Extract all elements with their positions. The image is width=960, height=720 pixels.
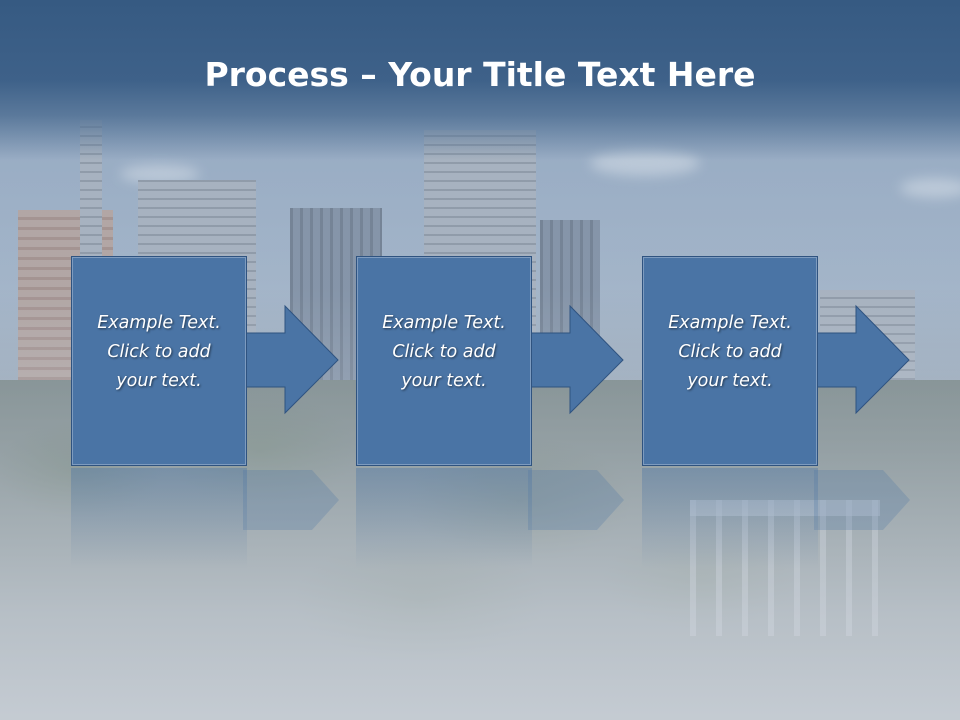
process-step-2[interactable]: Example Text. Click to add your text. [356,256,532,466]
step-text-line: Example Text. [97,313,221,333]
arrow-right-icon [527,304,624,415]
step-reflection [71,468,247,568]
arrow-right-icon [242,304,339,415]
process-step-1[interactable]: Example Text. Click to add your text. [71,256,247,466]
process-step-3[interactable]: Example Text. Click to add your text. [642,256,818,466]
slide-title[interactable]: Process – Your Title Text Here [0,52,960,98]
step-text[interactable]: Example Text. Click to add your text. [357,309,531,396]
step-text-line: Click to add [107,342,211,362]
arrow-reflection [243,470,339,530]
arrow-reflection [528,470,624,530]
step-text-line: Click to add [678,342,782,362]
title-rest: – Your Title Text Here [348,55,756,94]
step-text-line: your text. [687,371,773,391]
step-text-line: Example Text. [668,313,792,333]
step-reflection [642,468,818,568]
step-text-line: your text. [116,371,202,391]
arrow-right-icon [813,304,910,415]
step-text-line: your text. [401,371,487,391]
step-text-line: Click to add [392,342,496,362]
step-text[interactable]: Example Text. Click to add your text. [643,309,817,396]
arrow-reflection [814,470,910,530]
step-reflection [356,468,532,568]
title-bold: Process [204,55,349,94]
step-text-line: Example Text. [382,313,506,333]
step-text[interactable]: Example Text. Click to add your text. [72,309,246,396]
title-band [0,0,960,160]
